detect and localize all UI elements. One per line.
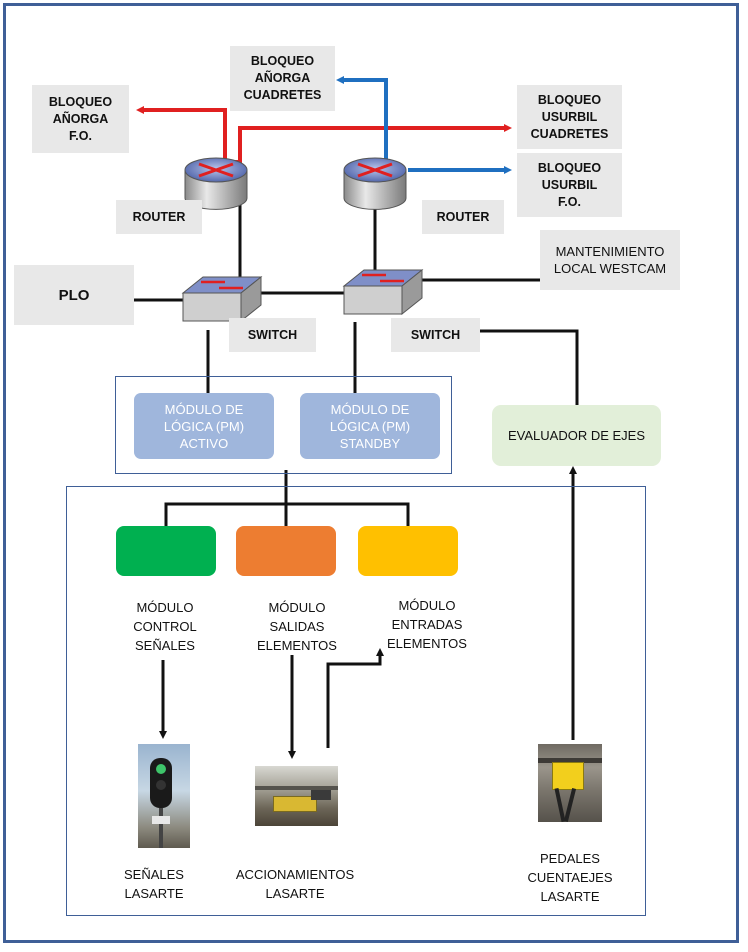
blue-links	[336, 76, 512, 174]
router-right-label: ROUTER	[422, 200, 504, 234]
evaluador-de-ejes-box: EVALUADOR DE EJES	[492, 405, 661, 466]
pedales-cuentaejes-lasarte-label: PEDALES CUENTAEJES LASARTE	[527, 850, 613, 904]
pm-activo-module: MÓDULO DE LÓGICA (PM) ACTIVO	[134, 393, 274, 459]
senales-lasarte-label: SEÑALES LASARTE	[124, 867, 184, 901]
network-links	[134, 205, 579, 759]
switch-left-label: SWITCH	[229, 318, 316, 352]
bloqueo-usurbil-fo-label: BLOQUEO USURBIL F.O.	[517, 153, 622, 217]
accionamientos-lasarte-label: ACCIONAMIENTOS LASARTE	[235, 867, 355, 901]
blue-link-anorga-cuadretes	[336, 76, 388, 160]
point-machine-photo	[255, 766, 338, 826]
module-bus	[164, 502, 410, 528]
bloqueo-anorga-fo-label: BLOQUEO AÑORGA F.O.	[32, 85, 129, 153]
red-link-anorga-fo	[136, 106, 227, 160]
axle-counter-pedal-photo	[538, 744, 602, 822]
pm-modules-frame	[115, 376, 452, 474]
router-icon	[343, 157, 407, 210]
bloqueo-usurbil-cuadretes-label: BLOQUEO USURBIL CUADRETES	[517, 85, 622, 149]
network-switch-icon	[342, 268, 424, 316]
switch-right-label: SWITCH	[391, 318, 480, 352]
module-entradas-label: MÓDULO ENTRADAS ELEMENTOS	[387, 597, 467, 651]
module-entradas-block	[358, 526, 458, 576]
pm-standby-module: MÓDULO DE LÓGICA (PM) STANDBY	[300, 393, 440, 459]
railway-signal-photo	[138, 744, 190, 848]
actuator-to-entradas-arrow	[326, 648, 384, 748]
io-modules-frame	[66, 486, 646, 916]
red-link-usurbil-cuadretes	[232, 124, 512, 164]
network-switch-icon	[181, 275, 263, 323]
plo-label: PLO	[14, 265, 134, 325]
router-left-label: ROUTER	[116, 200, 202, 234]
router-icon	[184, 157, 248, 210]
bloqueo-anorga-cuadretes-label: BLOQUEO AÑORGA CUADRETES	[230, 46, 335, 111]
red-links	[136, 106, 512, 164]
module-salidas-label: MÓDULO SALIDAS ELEMENTOS	[257, 599, 337, 653]
outer-frame	[3, 3, 739, 943]
mantenimiento-label: MANTENIMIENTO LOCAL WESTCAM	[540, 230, 680, 290]
module-control-label: MÓDULO CONTROL SEÑALES	[133, 599, 197, 653]
module-salidas-block	[236, 526, 336, 576]
switch-to-evaluador-link	[480, 329, 579, 405]
module-control-block	[116, 526, 216, 576]
